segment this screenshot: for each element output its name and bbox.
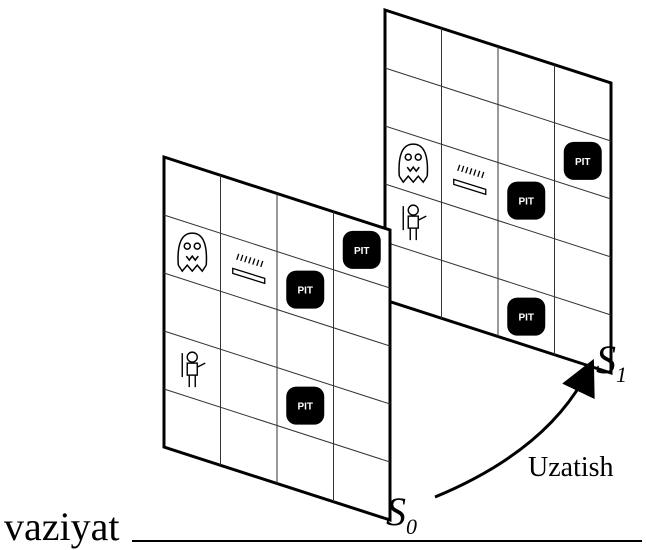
state-s0-board: PIT PIT PIT (162, 154, 392, 523)
pit-label: PIT (518, 197, 534, 208)
pit-label: PIT (354, 246, 370, 257)
state-s1-board: PIT PIT PIT (383, 7, 613, 376)
pit-icon: PIT (286, 386, 325, 425)
state-s1-label: S1 (596, 337, 627, 387)
pit-label: PIT (297, 402, 313, 413)
wumpus-icon (398, 143, 429, 184)
pit-icon: PIT (286, 270, 325, 309)
grid-row-line (384, 183, 612, 258)
pit-label: PIT (575, 157, 591, 168)
gold-icon (453, 164, 487, 196)
caption-underline (132, 540, 642, 542)
pit-icon: PIT (563, 141, 602, 180)
pit-icon: PIT (342, 230, 381, 269)
gold-icon (232, 253, 266, 285)
pit-label: PIT (297, 286, 313, 297)
caption-word: vaziyat (4, 504, 120, 549)
grid-row-line (163, 272, 391, 347)
state-s0-label: S0 (386, 489, 417, 539)
grid-row-line (384, 241, 612, 316)
grid-row-line (384, 125, 612, 200)
grid-row-line (163, 214, 391, 289)
grid-row-line (163, 388, 391, 463)
pit-icon: PIT (507, 297, 546, 336)
grid-row-line (384, 67, 612, 142)
transition-label: Uzatish (528, 452, 614, 483)
caption: vaziyat (4, 503, 120, 550)
agent-icon (181, 351, 206, 388)
transition-arrow (434, 358, 595, 499)
wumpus-icon (177, 232, 208, 273)
agent-icon (402, 204, 427, 241)
pit-label: PIT (518, 313, 534, 324)
pit-icon: PIT (507, 181, 546, 220)
grid-row-line (163, 330, 391, 405)
